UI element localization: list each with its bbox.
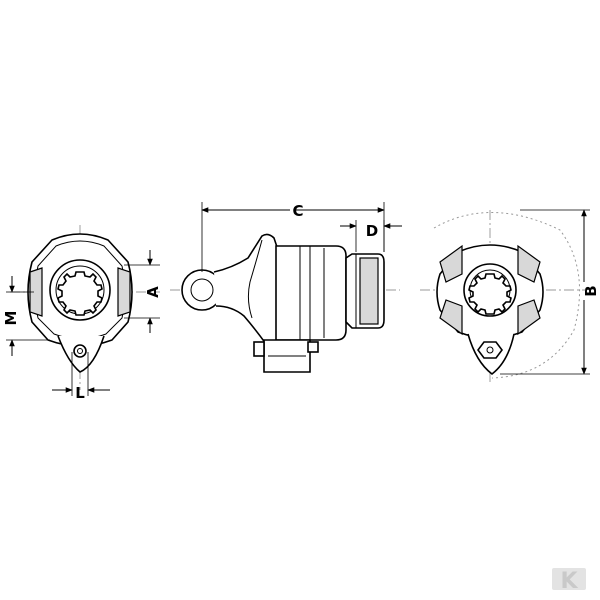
left-end-view [10,225,160,390]
dimension-d: D [340,220,402,252]
dimension-a: A [124,250,162,333]
brand-logo-text: K [560,569,578,594]
dimension-m: M [2,276,50,356]
dimension-label-d: D [366,222,378,240]
dimension-label-b: B [582,285,600,296]
right-end-view [420,210,585,385]
dimension-b: B [500,209,600,375]
dimension-label-l: L [75,384,85,402]
brand-logo: K [552,568,586,594]
dimension-l: L [52,352,110,402]
dimension-label-a: A [144,286,162,298]
dimension-label-m: M [2,311,20,326]
dimension-label-c: C [292,202,303,220]
side-view [170,233,400,373]
